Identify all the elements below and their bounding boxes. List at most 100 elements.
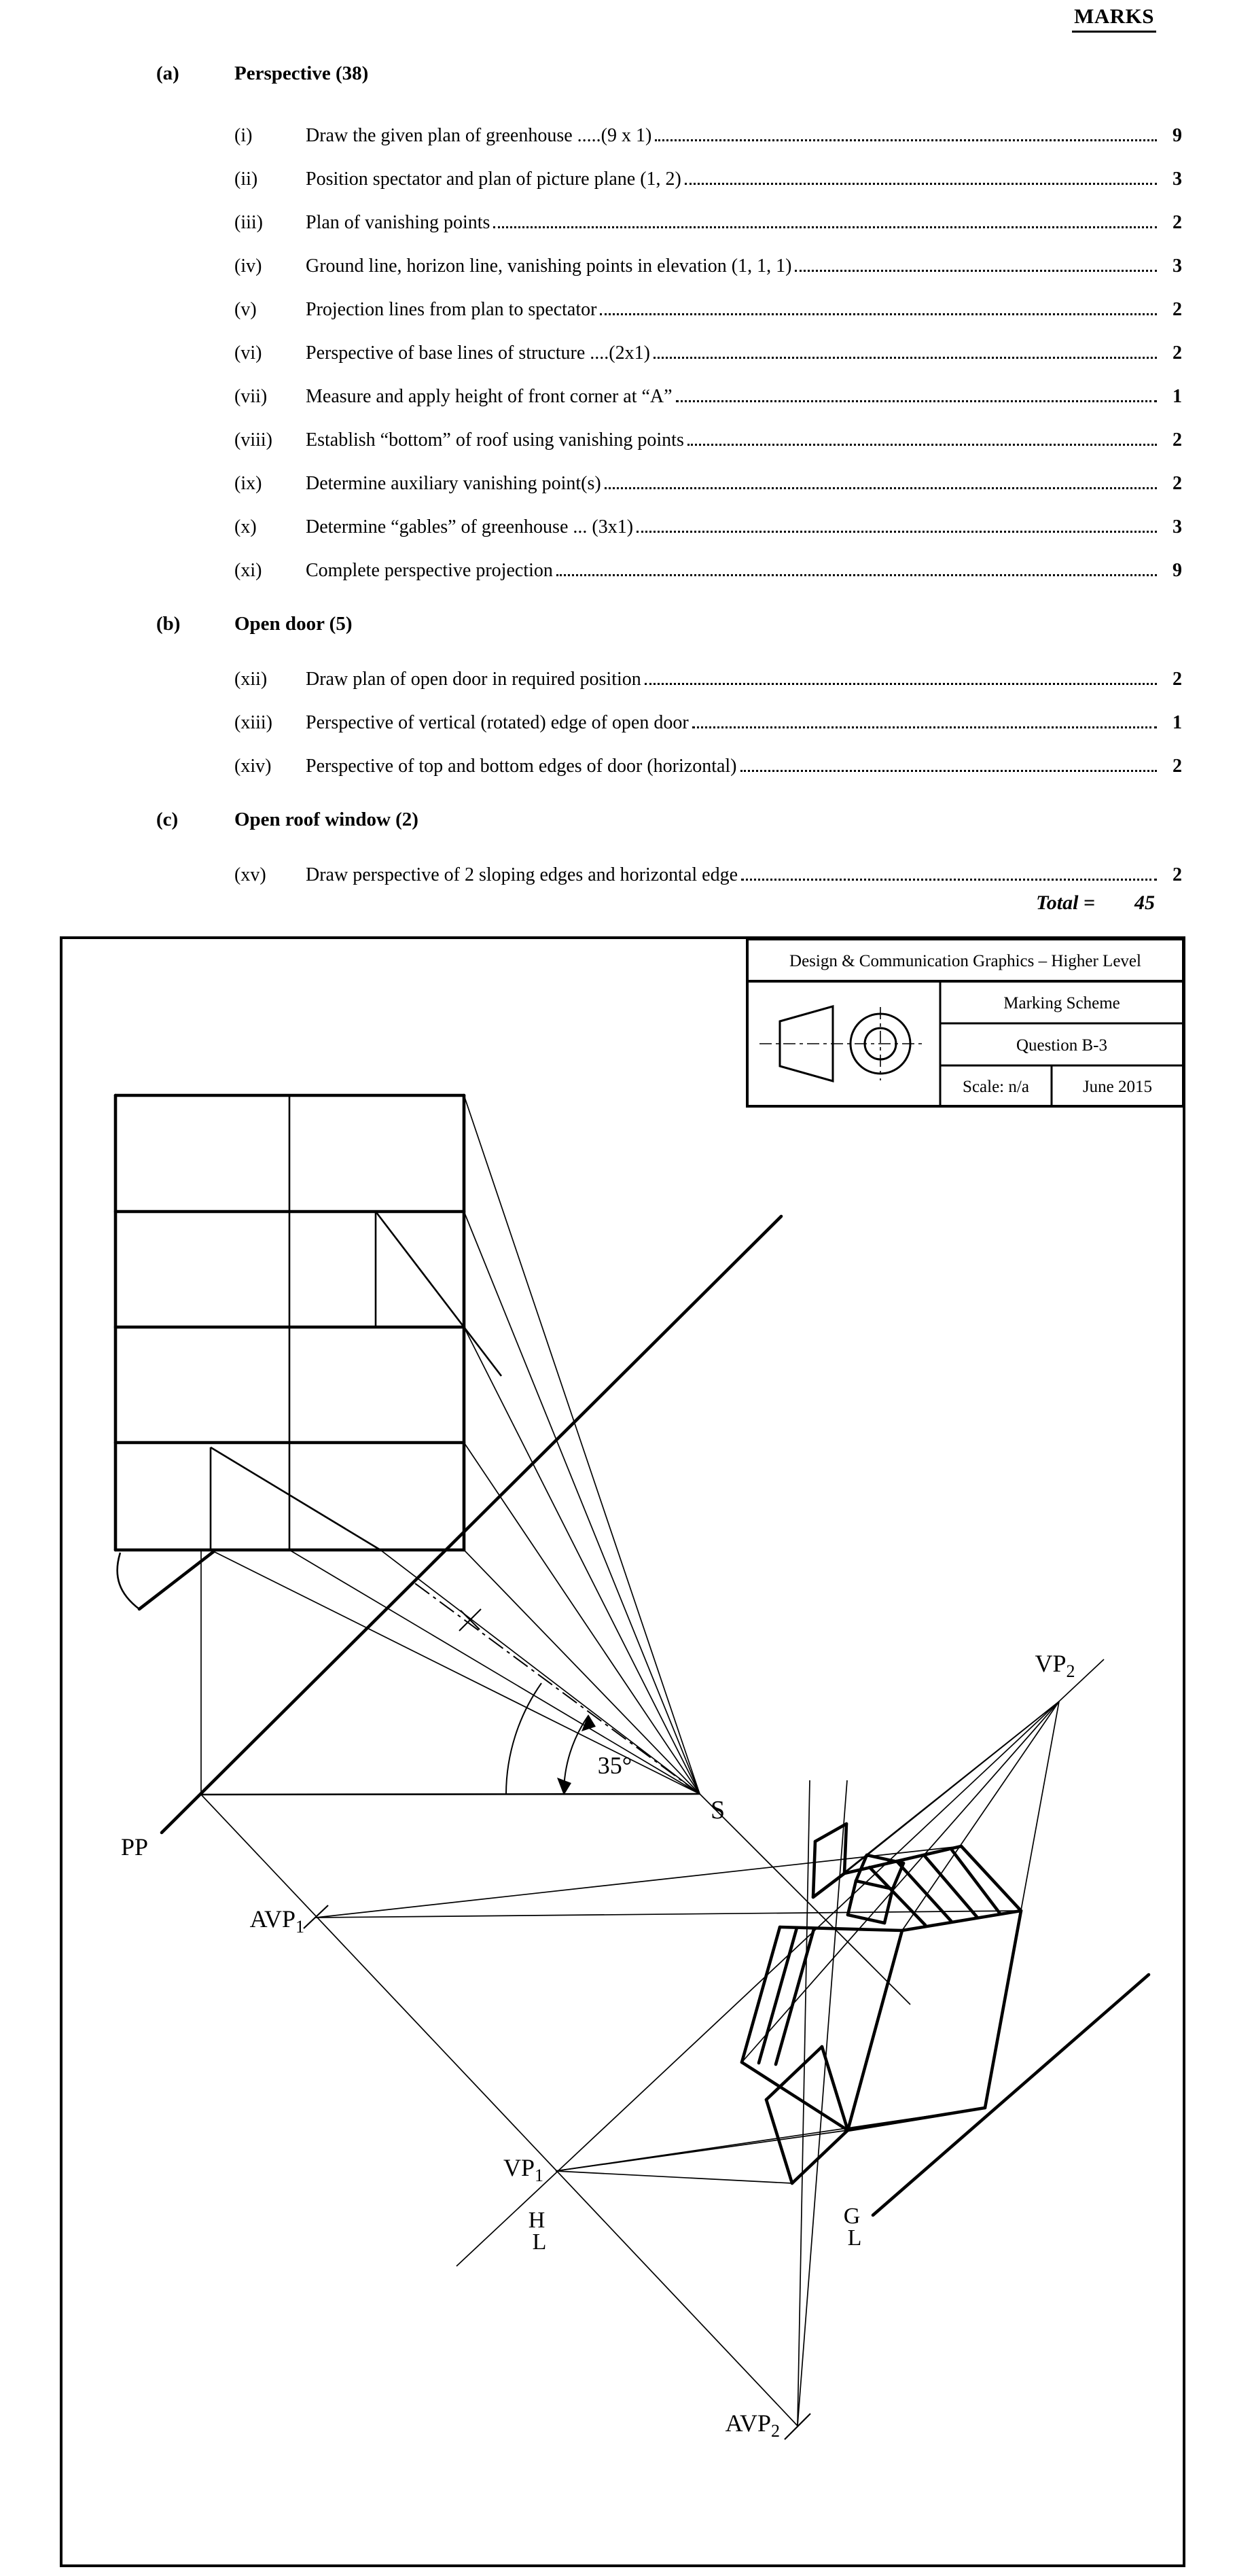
projection-symbol-icon xyxy=(759,1005,923,1082)
svg-text:H: H xyxy=(529,2208,545,2233)
plan-inner-lines xyxy=(200,1095,700,1796)
dotted-leader xyxy=(795,269,1157,272)
marks-item-row: (xiv) Perspective of top and bottom edge… xyxy=(234,746,1182,790)
item-text: Ground line, horizon line, vanishing poi… xyxy=(306,255,792,277)
total-label: Total = xyxy=(1036,892,1095,914)
item-marks: 3 xyxy=(1173,169,1182,190)
marks-header: MARKS xyxy=(1072,4,1156,33)
sight-line-tick xyxy=(459,1608,482,1631)
item-numeral: (xi) xyxy=(234,560,262,581)
item-text: Perspective of base lines of structure .… xyxy=(306,342,650,364)
avp-ticks xyxy=(303,1905,811,2440)
dotted-leader xyxy=(675,400,1157,402)
item-text: Projection lines from plan to spectator xyxy=(306,299,597,320)
label-s: S xyxy=(711,1796,725,1824)
drawing-sheet: Design & Communication Graphics – Higher… xyxy=(60,936,1185,2572)
item-text: Draw perspective of 2 sloping edges and … xyxy=(306,864,738,885)
item-marks: 2 xyxy=(1173,342,1182,364)
item-marks: 2 xyxy=(1173,429,1182,451)
item-numeral: (v) xyxy=(234,299,257,320)
item-text: Measure and apply height of front corner… xyxy=(306,386,673,407)
svg-text:G: G xyxy=(844,2204,861,2229)
item-marks: 3 xyxy=(1173,255,1182,277)
item-numeral: (xii) xyxy=(234,669,268,690)
title-course: Design & Communication Graphics – Higher… xyxy=(789,952,1141,970)
section-title: Open roof window (2) xyxy=(234,809,418,830)
item-numeral: (xv) xyxy=(234,864,266,885)
marks-item-row: (i) Draw the given plan of greenhouse ..… xyxy=(234,116,1182,159)
item-text: Determine auxiliary vanishing point(s) xyxy=(306,473,601,494)
label-avp1: AVP1 xyxy=(250,1905,304,1937)
label-avp2: AVP2 xyxy=(726,2410,780,2441)
plan-door-swing-arc xyxy=(116,1552,140,1610)
title-question: Question B-3 xyxy=(1016,1036,1107,1055)
marks-item-row: (xiii) Perspective of vertical (rotated)… xyxy=(234,703,1182,746)
item-text: Perspective of top and bottom edges of d… xyxy=(306,756,737,777)
dotted-leader xyxy=(653,356,1157,359)
item-numeral: (ix) xyxy=(234,473,262,494)
dotted-leader xyxy=(493,226,1157,228)
dotted-leader xyxy=(637,530,1157,533)
item-marks: 2 xyxy=(1173,864,1182,885)
item-numeral: (xiv) xyxy=(234,756,272,777)
item-numeral: (x) xyxy=(234,516,257,537)
section-label: (b) xyxy=(156,613,181,635)
total-value: 45 xyxy=(1134,892,1155,914)
section-label: (c) xyxy=(156,809,179,830)
item-marks: 2 xyxy=(1173,669,1182,690)
item-numeral: (vi) xyxy=(234,342,262,364)
item-numeral: (vii) xyxy=(234,386,268,407)
sheet-border xyxy=(60,936,1185,2567)
item-text: Complete perspective projection xyxy=(306,560,553,581)
title-doc: Marking Scheme xyxy=(1003,994,1120,1012)
marks-item-row: (x) Determine “gables” of greenhouse ...… xyxy=(234,507,1182,550)
marks-item-row: (iii) Plan of vanishing points 2 xyxy=(234,202,1182,246)
item-text: Establish “bottom” of roof using vanishi… xyxy=(306,429,684,451)
label-hl: H L xyxy=(529,2208,547,2255)
item-numeral: (iii) xyxy=(234,212,263,233)
angle-arrowheads xyxy=(557,1714,596,1795)
section-heading: (c) Open roof window (2) xyxy=(0,809,1235,836)
item-numeral: (i) xyxy=(234,125,253,146)
total-row: Total = 45 xyxy=(1036,892,1155,915)
marks-item-row: (iv) Ground line, horizon line, vanishin… xyxy=(234,246,1182,289)
dotted-leader xyxy=(741,878,1157,881)
marks-item-row: (v) Projection lines from plan to specta… xyxy=(234,289,1182,333)
item-text: Position spectator and plan of picture p… xyxy=(306,169,681,190)
dotted-leader xyxy=(684,182,1157,185)
svg-text:L: L xyxy=(533,2229,547,2255)
marks-item-row: (viii) Establish “bottom” of roof using … xyxy=(234,420,1182,463)
dotted-leader xyxy=(655,139,1157,141)
item-marks: 9 xyxy=(1173,125,1182,146)
section-title: Perspective (38) xyxy=(234,63,369,84)
marks-item-row: (vi) Perspective of base lines of struct… xyxy=(234,333,1182,376)
label-angle: 35° xyxy=(598,1752,632,1779)
sight-direction-line xyxy=(412,1581,700,1795)
item-marks: 1 xyxy=(1173,386,1182,407)
dotted-leader xyxy=(687,443,1157,446)
dotted-leader xyxy=(692,726,1157,728)
item-text: Draw plan of open door in required posit… xyxy=(306,669,641,690)
section-label: (a) xyxy=(156,63,179,84)
marks-item-row: (ii) Position spectator and plan of pict… xyxy=(234,159,1182,202)
svg-text:L: L xyxy=(848,2225,862,2251)
label-vp2: VP2 xyxy=(1035,1650,1075,1681)
dotted-leader xyxy=(600,313,1157,315)
item-marks: 1 xyxy=(1173,712,1182,733)
dotted-leader xyxy=(556,574,1157,576)
dotted-leader xyxy=(740,769,1157,772)
item-marks: 2 xyxy=(1173,212,1182,233)
item-text: Plan of vanishing points xyxy=(306,212,490,233)
item-text: Determine “gables” of greenhouse ... (3x… xyxy=(306,516,634,537)
marks-item-row: (vii) Measure and apply height of front … xyxy=(234,376,1182,420)
item-numeral: (ii) xyxy=(234,169,258,190)
title-scale: Scale: n/a xyxy=(963,1078,1029,1096)
marks-item-row: (xv) Draw perspective of 2 sloping edges… xyxy=(234,855,1182,898)
item-text: Perspective of vertical (rotated) edge o… xyxy=(306,712,689,733)
dotted-leader xyxy=(604,487,1157,489)
section-heading: (b) Open door (5) xyxy=(0,613,1235,640)
item-numeral: (xiii) xyxy=(234,712,272,733)
title-date: June 2015 xyxy=(1083,1078,1152,1096)
drawing-svg: Design & Communication Graphics – Higher… xyxy=(60,936,1185,2567)
